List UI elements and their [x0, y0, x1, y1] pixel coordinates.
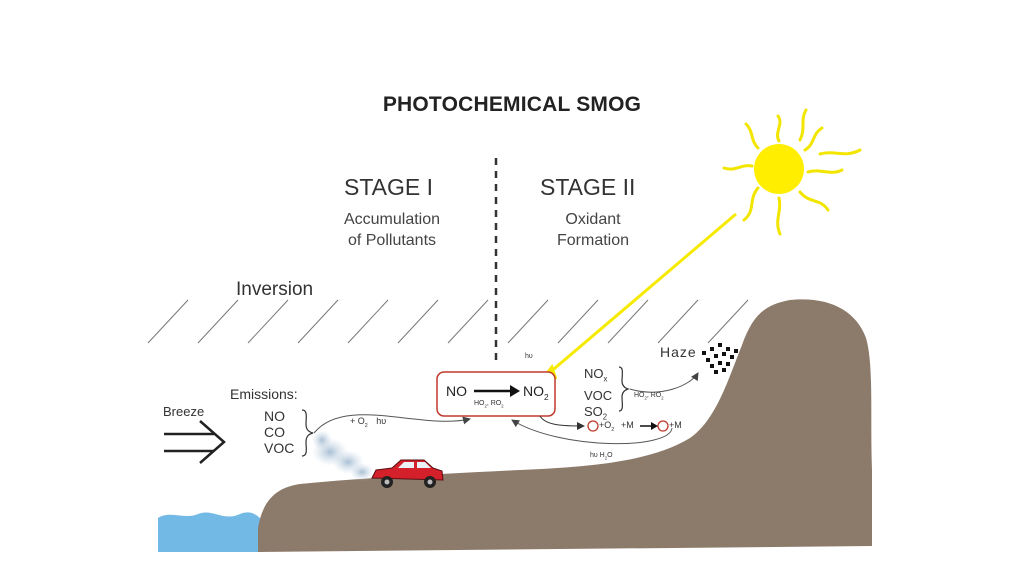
- pollutant-brace: [618, 366, 630, 412]
- breeze-label: Breeze: [163, 404, 205, 419]
- emission-item: VOC: [264, 440, 295, 456]
- inversion-label: Inversion: [236, 279, 314, 300]
- ground-mountain: [258, 299, 872, 552]
- pollutant-conditions: HO2, RO2: [634, 392, 664, 401]
- haze-label: Haze: [660, 344, 697, 360]
- return-conditions: hυ H2O: [590, 452, 613, 461]
- box-light-label: hυ: [525, 353, 533, 360]
- box-to-ozone-arrow: [539, 415, 585, 430]
- inversion-layer: [147, 299, 749, 344]
- secondary-pollutants-list: NOx VOC SO2: [584, 366, 612, 425]
- car-icon: [371, 459, 444, 488]
- water-body: [158, 512, 262, 552]
- emission-item: NO: [264, 408, 285, 424]
- ozone-reaction-part-3: +M: [669, 420, 682, 430]
- pollutant-item: SO2: [584, 403, 608, 422]
- stage-2-label: STAGE II: [540, 174, 636, 200]
- ozone-reaction-part-2: +M: [621, 420, 634, 430]
- no2-product: NO2: [523, 383, 549, 402]
- pollutant-item: VOC: [584, 387, 613, 403]
- reaction-1-conditions: + O2 hυ: [350, 416, 387, 429]
- haze-particles-icon: [702, 343, 738, 374]
- ozone-reaction-part-1: +O2: [599, 420, 615, 433]
- pollutants-to-haze-arrow: [629, 372, 699, 393]
- reaction-box: [436, 371, 556, 417]
- diagram-title: PHOTOCHEMICAL SMOG: [382, 93, 642, 116]
- emissions-list: NO CO VOC: [264, 408, 294, 456]
- pollutant-item: NOx: [584, 366, 608, 384]
- exhaust-plume: [312, 430, 374, 481]
- sunlight-ray: [547, 212, 737, 376]
- stage-1-description: Accumulation of Pollutants: [343, 211, 441, 249]
- stage-1-label: STAGE I: [344, 174, 434, 200]
- stage-2-description: Oxidant Formation: [556, 211, 630, 249]
- return-arrow: [511, 419, 673, 445]
- emission-to-no-arrow: [313, 414, 471, 434]
- emissions-brace: [301, 409, 314, 457]
- sun-icon: [722, 108, 862, 236]
- o3-marker: [657, 420, 669, 432]
- box-catalysts: HO2, RO2: [474, 400, 504, 409]
- o-atom-marker: [587, 420, 599, 432]
- emission-item: CO: [264, 424, 285, 440]
- breeze-arrow-icon: [164, 420, 226, 464]
- emissions-label: Emissions:: [230, 386, 298, 402]
- no-reactant: NO: [446, 383, 467, 399]
